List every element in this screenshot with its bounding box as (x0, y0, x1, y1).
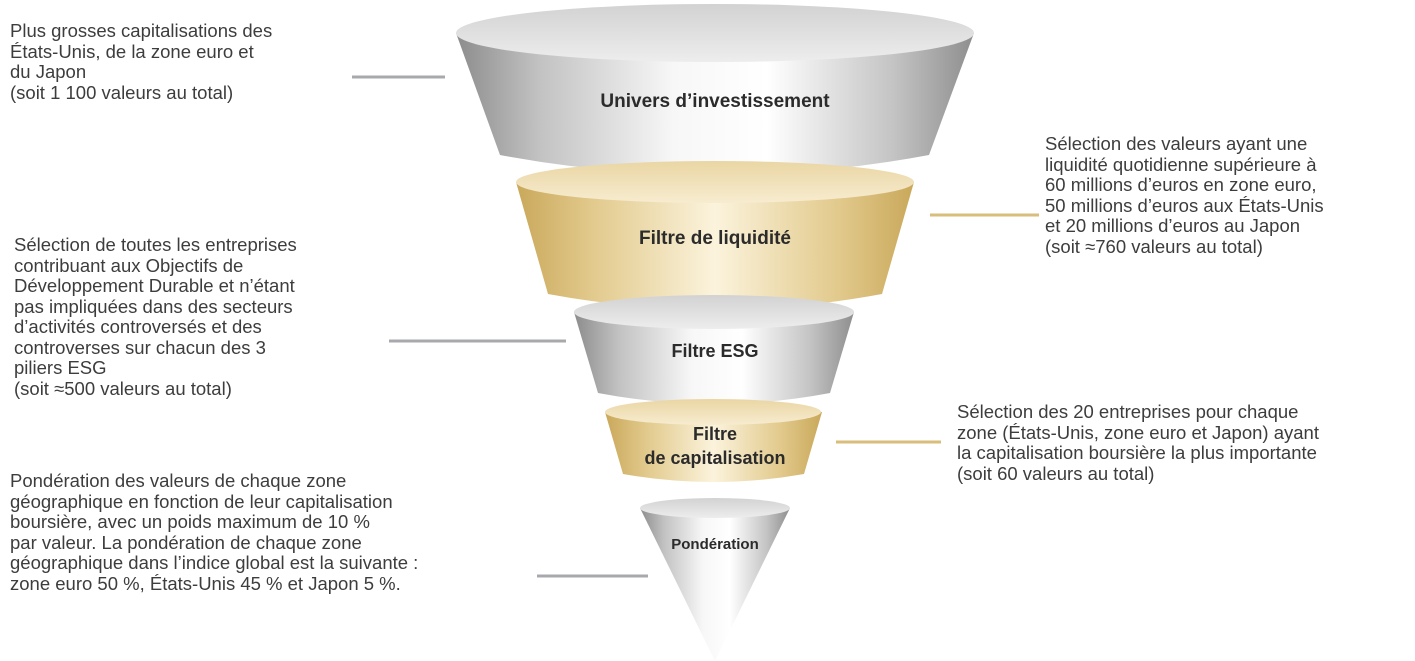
description-ponderation: Pondération des valeurs de chaque zone g… (10, 470, 419, 594)
description-capitalisation: Sélection des 20 entreprises pour chaque… (957, 401, 1319, 484)
stage-capitalisation-shape (605, 399, 822, 482)
description-esg: Sélection de toutes les entreprises cont… (14, 234, 297, 399)
stage-label-liquidite: Filtre de liquidité (638, 228, 791, 249)
stage-label-capitalisation: Filtre de capitalisation (644, 424, 786, 468)
stage-label-esg: Filtre ESG (671, 341, 759, 361)
stage-esg-shape (574, 295, 854, 404)
stage-label-univers: Univers d’investissement (600, 91, 830, 112)
description-univers: Plus grosses capitalisations des États-U… (10, 20, 273, 103)
stage-label-ponderation: Pondération (671, 536, 759, 553)
stage-ponderation-shape (640, 498, 790, 661)
description-liquidite: Sélection des valeurs ayant une liquidit… (1045, 133, 1324, 257)
stage-liquidite-shape (516, 161, 914, 310)
stage-univers-shape (456, 4, 974, 175)
